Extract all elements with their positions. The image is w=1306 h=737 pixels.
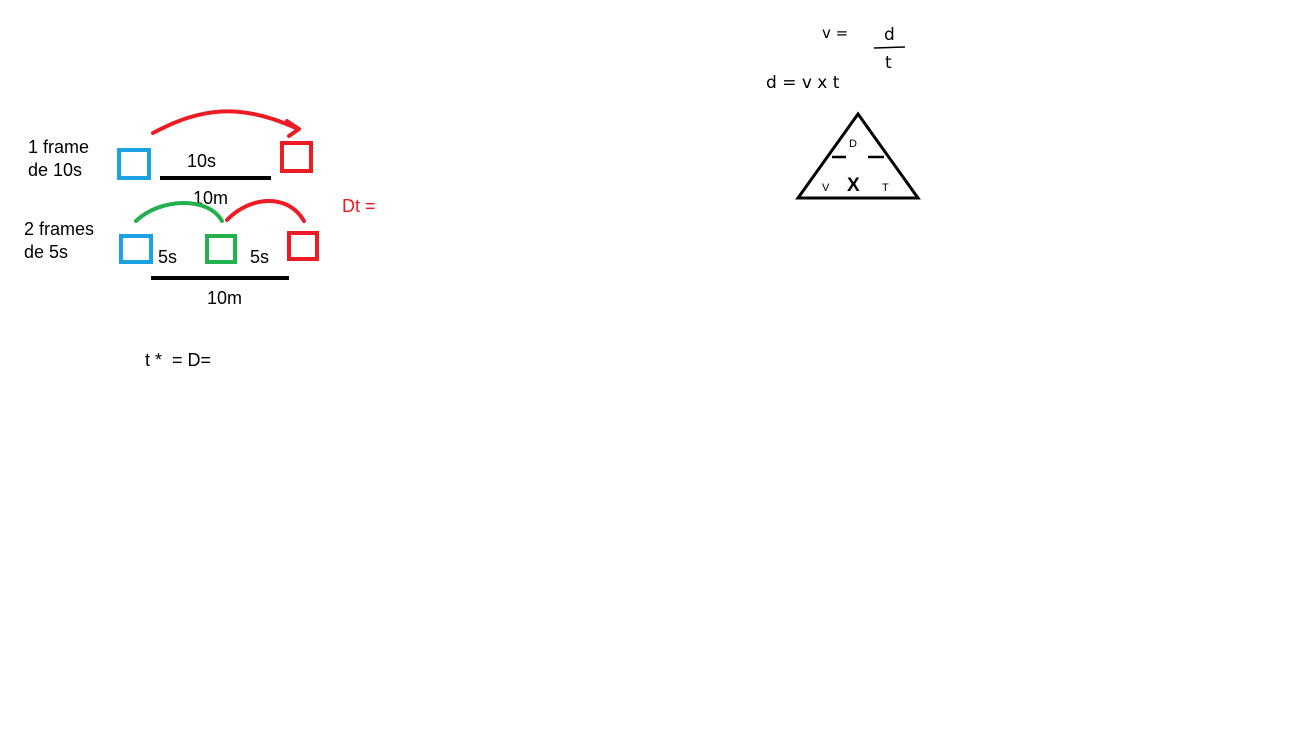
velocity-fraction-bar (873, 46, 906, 49)
row1-distance-label: 10m (193, 188, 228, 208)
row1-end-box (280, 141, 313, 173)
row2-red-arc (225, 199, 306, 223)
row1-arrow-head (285, 119, 301, 138)
row2-title-line1: 2 frames (24, 219, 94, 239)
row2-time-left-label: 5s (158, 247, 177, 267)
triangle-right-label: T (882, 182, 889, 194)
bottom-formula: t * = D= (145, 350, 211, 370)
row2-title-line2: de 5s (24, 242, 68, 262)
row2-distance-label: 10m (207, 288, 242, 308)
row2-middle-box (205, 234, 237, 264)
formula-triangle (795, 111, 921, 200)
triangle-left-label: V (822, 182, 830, 194)
row1-title-line1: 1 frame (28, 137, 89, 157)
row1-start-box (117, 148, 151, 180)
velocity-numerator: d (884, 25, 895, 45)
row2-time-right-label: 5s (250, 247, 269, 267)
row1-arrow-curve (151, 109, 300, 135)
velocity-lhs: v = (822, 24, 848, 42)
row2-end-box (287, 231, 319, 261)
row1-time-label: 10s (187, 151, 216, 171)
row2-green-arc (134, 201, 224, 223)
velocity-denominator: t (885, 53, 892, 73)
triangle-middle-label: X (847, 175, 860, 196)
triangle-top-label: D (849, 138, 857, 150)
distance-formula: d = v x t (766, 73, 840, 93)
row1-title-line2: de 10s (28, 160, 82, 180)
row2-start-box (119, 234, 153, 264)
dt-label: Dt = (342, 196, 376, 216)
